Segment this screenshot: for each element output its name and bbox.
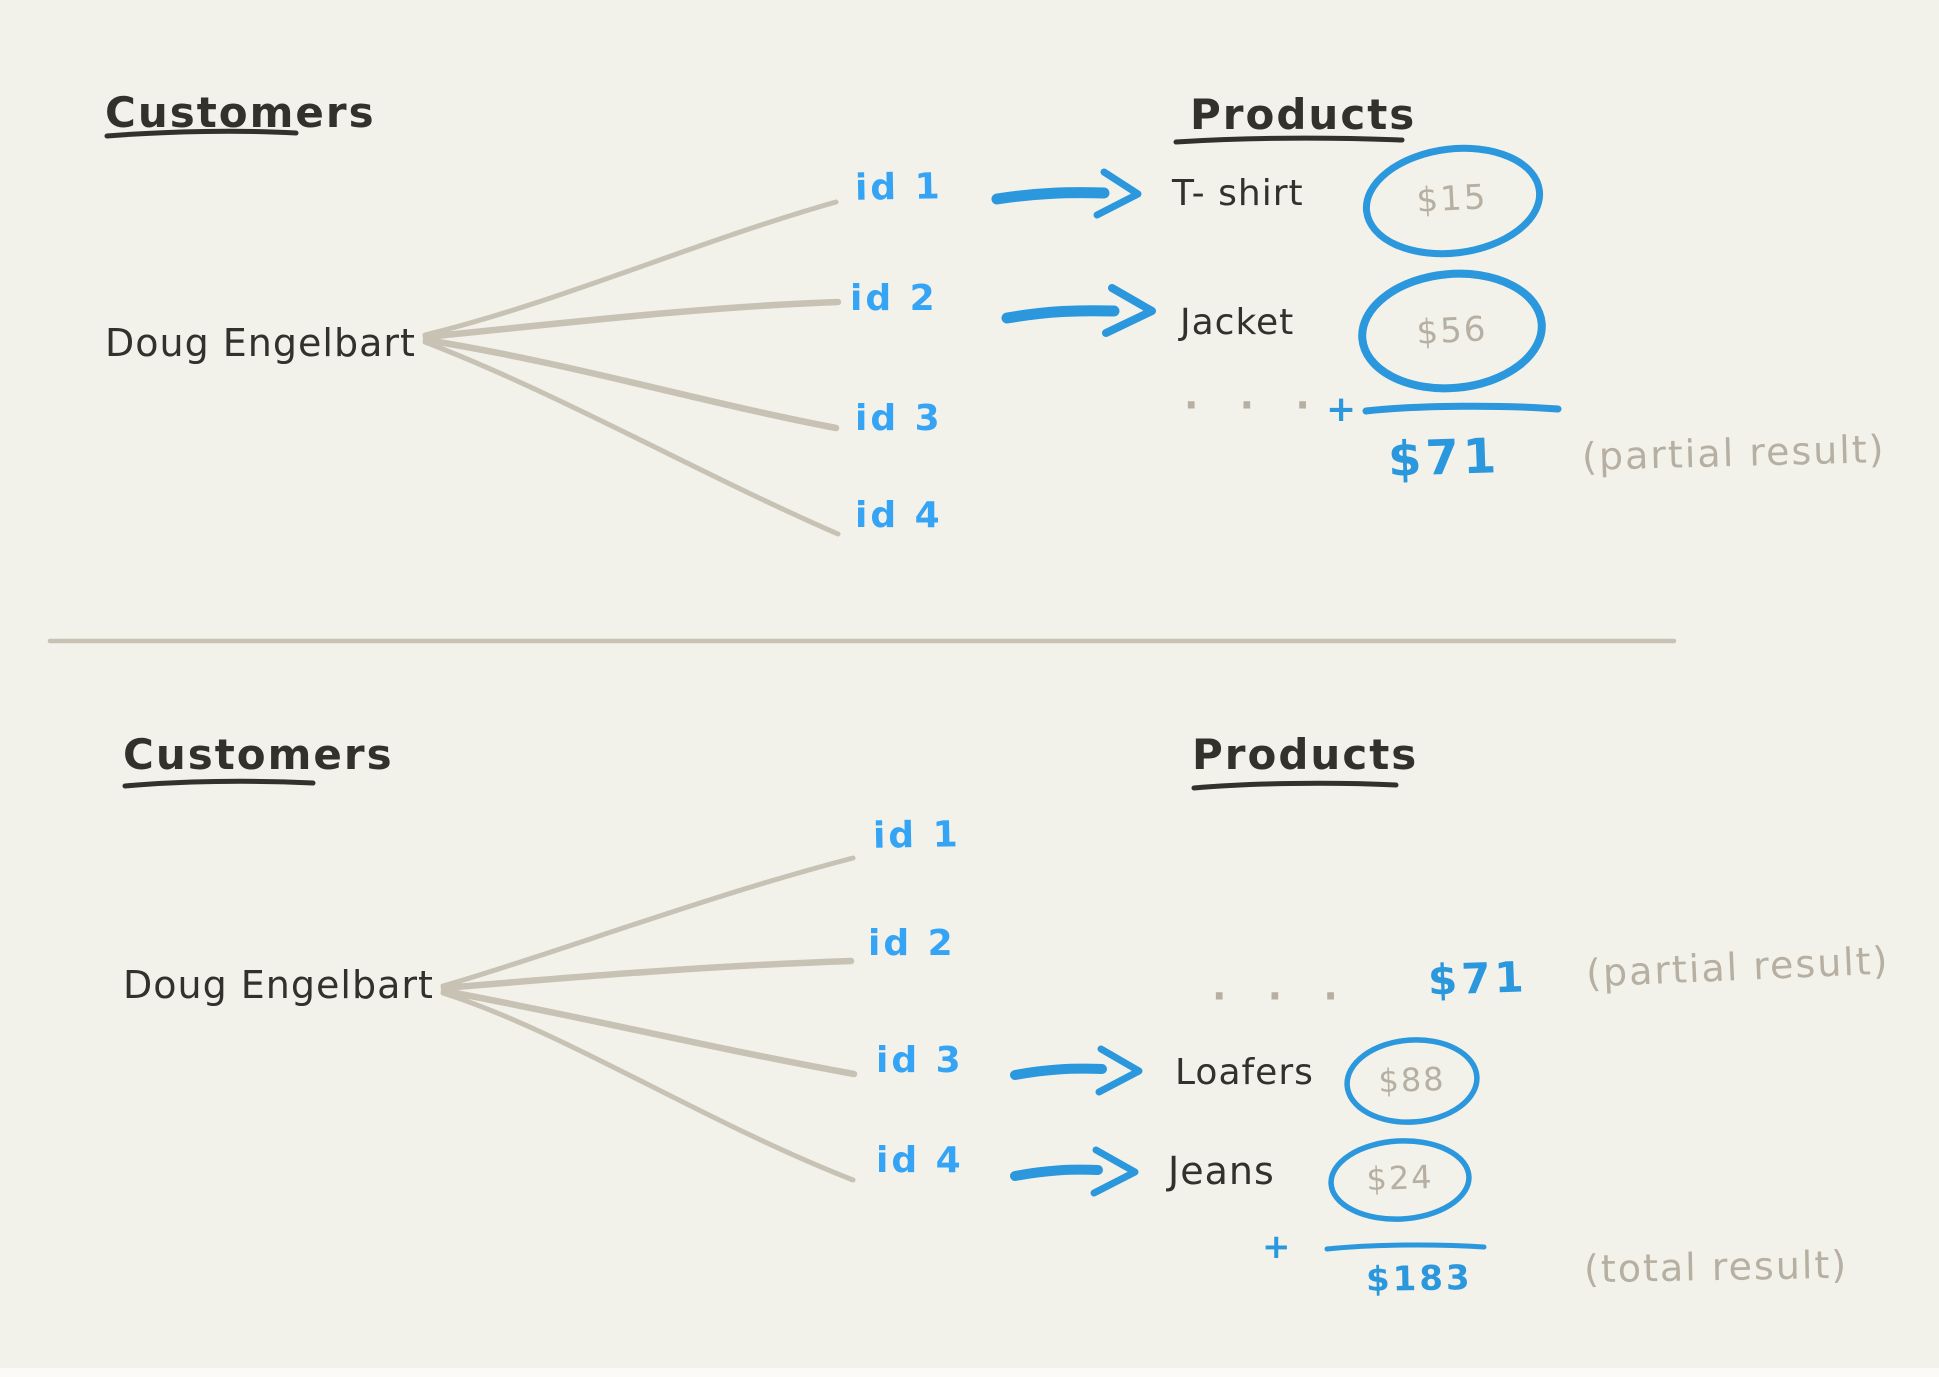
product-name-jeans: Jeans (1168, 1149, 1275, 1193)
products-underline-bottom (1191, 780, 1399, 791)
fan-line-top-id4 (422, 339, 841, 537)
arrow-icon-id1-tshirt (991, 187, 1110, 205)
arrow-icon-id4-jeans (1010, 1164, 1103, 1181)
customers-underline-top (104, 128, 299, 139)
sum-underline-bottom (1324, 1242, 1487, 1252)
customers-heading-bottom: Customers (123, 730, 394, 779)
partial-sum-top: $71 (1387, 428, 1502, 488)
fan-line-top-id2 (422, 298, 842, 341)
id-label-top-3: id 3 (855, 398, 943, 439)
price-circle-icon-88 (1344, 1037, 1480, 1125)
total-result-note: (total result) (1583, 1242, 1849, 1292)
fan-line-top-id1 (422, 199, 839, 338)
customer-name-bottom: Doug Engelbart (123, 963, 434, 1007)
ellipsis-label-bottom: · · · (1212, 974, 1352, 1018)
plus-sign-bottom: + (1262, 1227, 1292, 1267)
price-circle-icon-56 (1358, 269, 1546, 393)
partial-result-note-top: (partial result) (1581, 427, 1887, 479)
price-label-tshirt: $15 (1415, 177, 1489, 221)
price-label-loafers: $88 (1377, 1059, 1447, 1101)
arrowhead-icon-id1-tshirt (1093, 168, 1142, 219)
plus-sign-top: + (1326, 389, 1358, 430)
price-circle-icon-15 (1362, 144, 1544, 258)
price-label-jacket: $56 (1415, 309, 1489, 353)
sum-underline-top (1362, 402, 1562, 415)
arrowhead-icon-id2-jacket (1102, 284, 1156, 337)
fan-line-bottom-id4 (440, 990, 856, 1183)
arrow-icon-id3-loafers (1010, 1063, 1107, 1080)
fan-line-top-id3 (422, 336, 840, 432)
customer-name-top: Doug Engelbart (105, 321, 416, 365)
product-name-loafers: Loafers (1175, 1052, 1314, 1093)
total-sum: $183 (1365, 1258, 1473, 1300)
fan-line-bottom-id1 (440, 855, 856, 989)
arrow-icon-id2-jacket (1001, 305, 1120, 324)
canvas-bottom-edge (0, 1368, 1939, 1377)
price-label-jeans: $24 (1365, 1157, 1435, 1199)
price-circle-icon-24 (1328, 1138, 1472, 1222)
customers-underline-bottom (122, 778, 316, 789)
ellipsis-label-top: · · · (1184, 383, 1324, 427)
id-label-top-1: id 1 (854, 166, 944, 209)
products-heading-top: Products (1190, 90, 1417, 139)
products-underline-top (1173, 135, 1405, 145)
id-label-bottom-3: id 3 (876, 1040, 964, 1081)
product-name-jacket: Jacket (1180, 302, 1295, 343)
id-label-bottom-2: id 2 (868, 923, 956, 964)
arrowhead-icon-id4-jeans (1090, 1146, 1139, 1197)
fan-line-bottom-id2 (440, 957, 855, 992)
id-label-top-4: id 4 (855, 495, 943, 536)
carried-partial-sum: $71 (1427, 952, 1529, 1005)
id-label-bottom-1: id 1 (872, 814, 962, 857)
arrowhead-icon-id3-loafers (1095, 1045, 1143, 1096)
id-label-bottom-4: id 4 (876, 1140, 964, 1181)
products-heading-bottom: Products (1192, 730, 1419, 779)
id-label-top-2: id 2 (850, 278, 938, 319)
fan-line-bottom-id3 (440, 987, 858, 1078)
customers-heading-top: Customers (105, 88, 376, 137)
product-name-tshirt: T- shirt (1172, 173, 1304, 214)
